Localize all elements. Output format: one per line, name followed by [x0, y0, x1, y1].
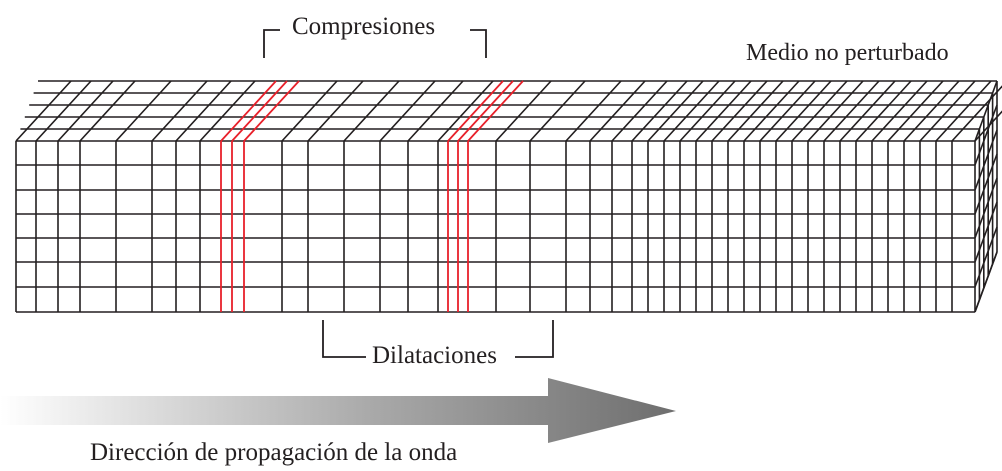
grid-line — [935, 80, 992, 142]
dilations-bracket — [322, 320, 366, 358]
grid-line — [775, 80, 832, 142]
grid-line — [407, 80, 464, 142]
grid-line — [15, 80, 72, 142]
grid-line — [743, 80, 800, 142]
medium-grid — [15, 80, 1002, 313]
grid-line — [974, 80, 998, 142]
propagation-arrow — [0, 378, 676, 443]
grid-line — [919, 80, 976, 142]
grid-line — [974, 153, 998, 215]
compression-line — [467, 80, 524, 142]
grid-line — [79, 80, 136, 142]
compression-line — [220, 80, 277, 142]
grid-line — [379, 80, 436, 142]
grid-line — [974, 104, 998, 166]
grid-line — [791, 80, 848, 142]
dilations-label: Dilataciones — [372, 342, 497, 369]
compression-lines — [220, 80, 524, 312]
compression-line — [447, 80, 504, 142]
undisturbed-medium-label: Medio no perturbado — [746, 40, 949, 66]
grid-line — [35, 80, 92, 142]
compression-line — [231, 80, 288, 142]
grid-line — [663, 80, 720, 142]
grid-line — [565, 80, 622, 142]
grid-line — [871, 80, 928, 142]
grid-line — [529, 80, 586, 142]
grid-line — [695, 80, 752, 142]
grid-line — [115, 80, 172, 142]
grid-line — [711, 80, 768, 142]
dilations-bracket-right — [515, 320, 554, 358]
propagation-direction-label: Dirección de propagación de la onda — [90, 439, 458, 466]
compressions-bracket-right — [470, 29, 487, 58]
compressions-bracket — [263, 29, 280, 58]
grid-line — [974, 251, 998, 313]
grid-line — [974, 177, 998, 239]
compression-line — [457, 80, 514, 142]
grid-line — [679, 80, 736, 142]
grid-line — [887, 80, 944, 142]
grid-line — [281, 80, 338, 142]
grid-line — [974, 129, 998, 191]
grid-line — [823, 80, 880, 142]
grid-line — [151, 80, 208, 142]
grid-line — [495, 80, 552, 142]
grid-line — [727, 80, 784, 142]
grid-line — [57, 80, 114, 142]
grid-line — [903, 80, 960, 142]
grid-line — [307, 80, 364, 142]
grid-line — [589, 80, 646, 142]
compression-line — [243, 80, 300, 142]
compressions-label: Compresiones — [292, 13, 436, 40]
grid-line — [175, 80, 232, 142]
grid-line — [343, 80, 400, 142]
grid-line — [759, 80, 816, 142]
grid-line — [974, 201, 998, 263]
grid-line — [807, 80, 864, 142]
grid-line — [855, 80, 912, 142]
grid-line — [199, 80, 256, 142]
grid-line — [839, 80, 896, 142]
grid-line — [974, 226, 998, 288]
grid-line — [631, 80, 688, 142]
grid-line — [437, 80, 494, 142]
grid-line — [647, 80, 704, 142]
grid-line — [611, 80, 668, 142]
grid-line — [951, 85, 1002, 142]
